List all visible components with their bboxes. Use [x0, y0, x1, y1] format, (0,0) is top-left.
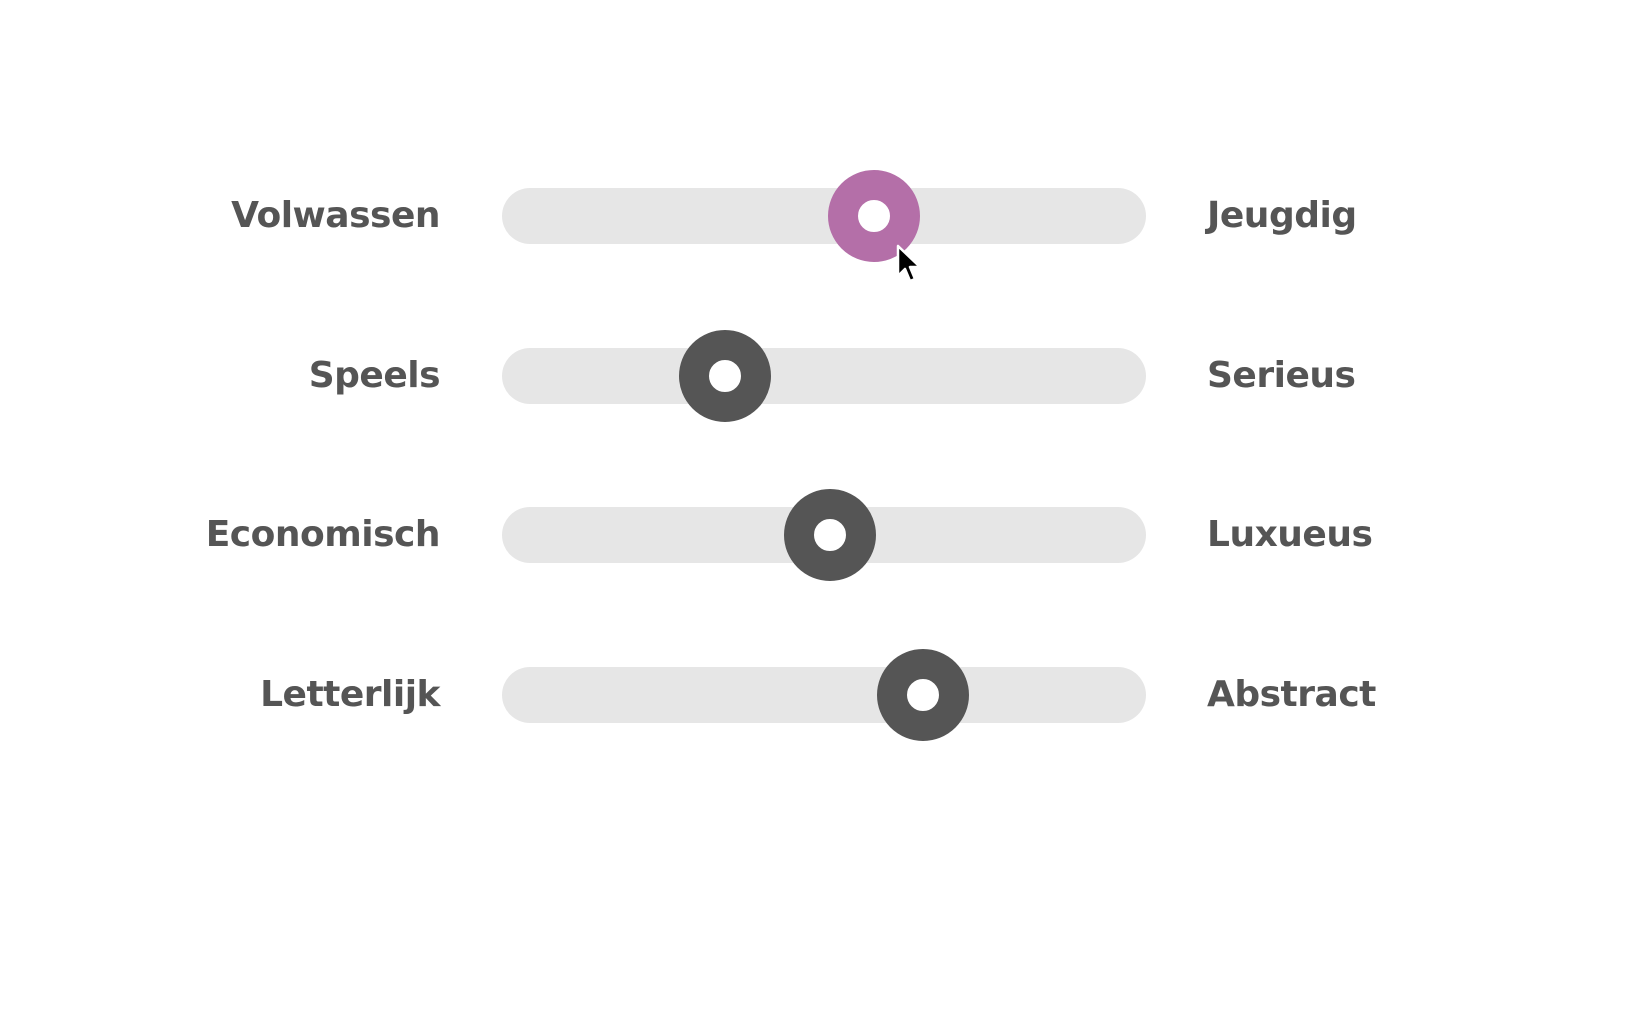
slider-track[interactable] [502, 649, 1146, 741]
slider-thumb[interactable] [783, 489, 876, 581]
slider-thumb[interactable] [678, 330, 771, 422]
slider-row-speels-serieus: Speels Serieus [0, 330, 1636, 422]
slider-right-label: Luxueus [1207, 514, 1373, 555]
slider-row-letterlijk-abstract: Letterlijk Abstract [0, 649, 1636, 741]
slider-right-label: Abstract [1207, 674, 1376, 715]
slider-right-label: Jeugdig [1207, 195, 1357, 236]
slider-row-volwassen-jeugdig: Volwassen Jeugdig [0, 170, 1636, 262]
slider-track[interactable] [502, 330, 1146, 422]
slider-track[interactable] [502, 489, 1146, 581]
slider-thumb[interactable] [827, 170, 920, 262]
slider-row-economisch-luxueus: Economisch Luxueus [0, 489, 1636, 581]
slider-left-label: Economisch [205, 514, 441, 555]
slider-track[interactable] [502, 170, 1146, 262]
slider-left-label: Letterlijk [260, 674, 440, 715]
slider-right-label: Serieus [1207, 355, 1356, 396]
slider-left-label: Volwassen [231, 195, 440, 236]
slider-thumb[interactable] [877, 649, 970, 741]
slider-left-label: Speels [308, 355, 441, 396]
